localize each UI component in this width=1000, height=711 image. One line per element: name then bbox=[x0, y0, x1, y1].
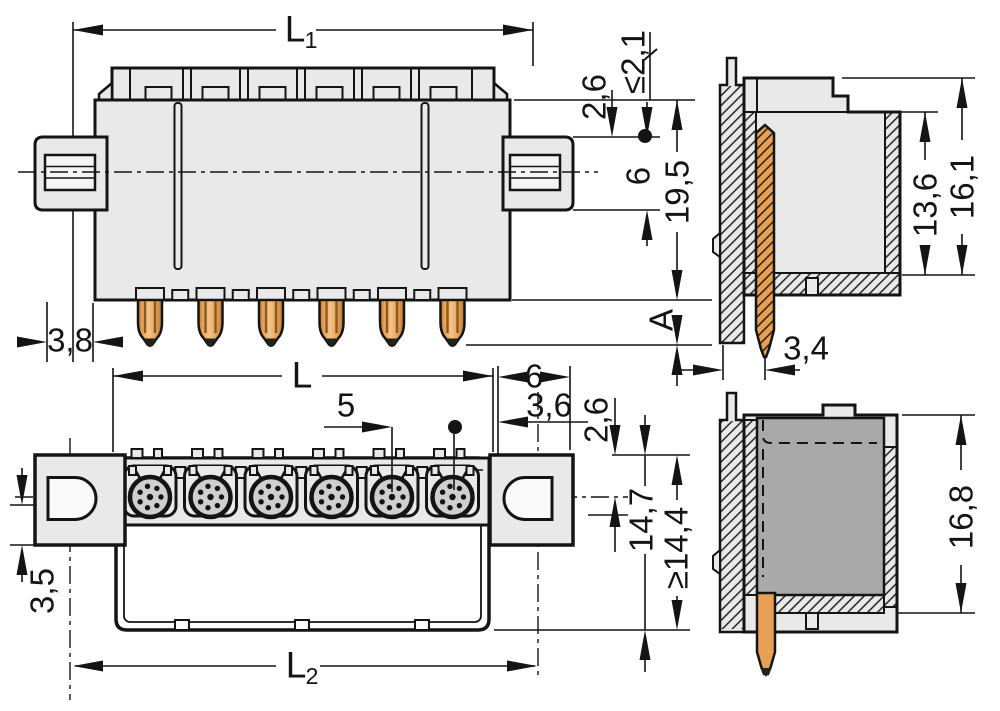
mounting-flange-left bbox=[33, 135, 109, 212]
side-view-upper: 13,6 16,1 3,4 bbox=[680, 56, 981, 380]
dim-2-6-contact: 2,6 bbox=[578, 397, 615, 443]
side-lower-dimensions: 16,8 bbox=[943, 415, 980, 613]
dim-5-pitch: 5 bbox=[337, 387, 355, 424]
housing-body-front bbox=[93, 98, 512, 302]
housing-side-upper bbox=[742, 76, 902, 297]
flange-plate-side-lower bbox=[712, 391, 746, 634]
pin1-marker-dot-front bbox=[638, 129, 652, 143]
flange-plate-side-upper bbox=[712, 56, 746, 345]
dim-14-7: 14,7 bbox=[623, 488, 660, 552]
dim-6-flange: 6 bbox=[620, 167, 657, 185]
mounting-flange-right-top bbox=[488, 453, 575, 547]
polarization-slot-right bbox=[420, 102, 430, 270]
pin1-marker-dot-top bbox=[448, 420, 462, 434]
top-view-dimensions: L 5 6 3,6 2,6 14,7 ≥14,4 3,5 L 2 bbox=[16, 355, 695, 689]
connector-comb-top bbox=[97, 66, 509, 102]
dim-l2-subscript: 2 bbox=[306, 663, 319, 689]
dim-13-6: 13,6 bbox=[907, 173, 944, 237]
dim-16-1: 16,1 bbox=[944, 155, 981, 219]
dim-3-4: 3,4 bbox=[783, 330, 829, 367]
hidden-edge-dashed bbox=[762, 420, 877, 577]
solder-pin-side-upper bbox=[754, 123, 776, 359]
mounting-flange-left-top bbox=[33, 453, 127, 547]
top-view: L 5 6 3,6 2,6 14,7 ≥14,4 3,5 L 2 bbox=[10, 355, 695, 700]
dim-l: L bbox=[292, 355, 313, 396]
pin-notches bbox=[135, 287, 468, 301]
dim-6-flange-width: 6 bbox=[525, 358, 543, 395]
front-view: L 1 3,8 2,6 ≤2,1 6 19,5 A bbox=[17, 9, 712, 386]
polarization-slot-left bbox=[173, 102, 183, 270]
housing-side-lower bbox=[742, 403, 899, 634]
dim-2-6-top: 2,6 bbox=[576, 74, 613, 120]
solder-pin-side-lower bbox=[755, 591, 777, 677]
dim-3-5: 3,5 bbox=[24, 568, 61, 614]
mounting-flange-right bbox=[501, 135, 575, 212]
solder-pins-front bbox=[136, 298, 466, 348]
dim-16-8: 16,8 bbox=[943, 485, 980, 549]
dim-3-6: 3,6 bbox=[526, 387, 572, 424]
dim-3-8: 3,8 bbox=[47, 322, 93, 359]
dim-14-4-min: ≥14,4 bbox=[658, 507, 695, 589]
dim-l2: L bbox=[286, 645, 307, 686]
dim-a: A bbox=[643, 309, 680, 331]
front-view-dimensions: L 1 3,8 2,6 ≤2,1 6 19,5 A bbox=[17, 9, 696, 386]
dim-l1: L bbox=[285, 9, 306, 50]
dim-l1-subscript: 1 bbox=[305, 27, 318, 53]
dim-2-1-max: ≤2,1 bbox=[615, 30, 652, 94]
side-upper-dimensions: 13,6 16,1 3,4 bbox=[680, 78, 981, 380]
dim-19-5: 19,5 bbox=[659, 160, 696, 224]
mating-plug-body bbox=[755, 416, 886, 597]
side-view-lower: 16,8 bbox=[712, 391, 980, 677]
